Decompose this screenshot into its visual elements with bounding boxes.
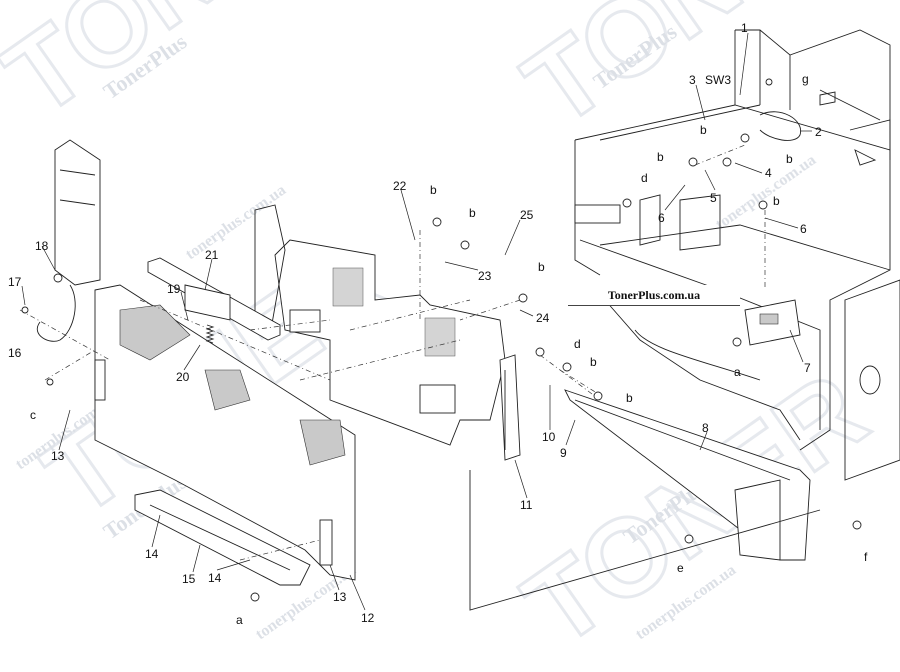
callout-9: 9: [560, 446, 567, 460]
callout-2: 2: [815, 125, 822, 139]
callout-b5: b: [626, 391, 633, 405]
callout-4: 4: [765, 166, 772, 180]
machine-frame: [574, 29, 900, 481]
callout-3: 3: [689, 73, 696, 87]
screw-4: [722, 157, 732, 167]
screw-b7: [688, 157, 698, 167]
callout-b7: b: [700, 123, 707, 137]
callout-8: 8: [702, 421, 709, 435]
screw-b6: [593, 391, 603, 401]
screw-d: [622, 198, 632, 208]
watermark-big-1: TONER: [0, 0, 368, 140]
cable-2: [759, 111, 802, 141]
rail-8: [564, 389, 811, 561]
cable-16: [37, 284, 76, 342]
callout-d2: d: [574, 337, 581, 351]
screw-a1: [732, 337, 742, 347]
callout-sw3: SW3: [705, 73, 731, 87]
bracket-13: [94, 359, 333, 566]
callout-22: 22: [393, 179, 407, 193]
callout-23: 23: [478, 269, 492, 283]
callout-7: 7: [804, 361, 811, 375]
callout-d1: d: [641, 171, 648, 185]
callout-13a: 13: [51, 449, 65, 463]
callout-6b: 6: [800, 222, 807, 236]
callout-13b: 13: [333, 590, 347, 604]
callout-labels: 1 2 3 4 5 6 6 7 8 9 10 11 12 13 13 14 14…: [8, 21, 868, 627]
callout-14b: 14: [208, 571, 222, 585]
spring-20: [205, 324, 215, 344]
callout-24: 24: [536, 311, 550, 325]
vent-grille-2: [424, 317, 456, 357]
callout-16: 16: [8, 346, 22, 360]
callout-6a: 6: [658, 211, 665, 225]
rail-21: [147, 257, 281, 341]
callout-21: 21: [205, 248, 219, 262]
leader-lines: [21, 32, 812, 611]
callout-b9: b: [773, 194, 780, 208]
callout-a2: a: [236, 613, 243, 627]
frame-bracket: [574, 204, 621, 224]
screw-c: [46, 378, 54, 386]
callout-b6: b: [657, 150, 664, 164]
screw-b4: [535, 347, 545, 357]
callout-b4: b: [590, 355, 597, 369]
assembly-lines: [19, 144, 821, 611]
callout-b3: b: [538, 260, 545, 274]
callout-b2: b: [469, 206, 476, 220]
screw-sw3: [740, 133, 750, 143]
callout-15: 15: [182, 572, 196, 586]
cover-panel-12: [94, 284, 356, 581]
callout-17: 17: [8, 275, 22, 289]
screws: [21, 78, 862, 602]
callout-c: c: [30, 408, 36, 422]
screw-a2: [250, 592, 260, 602]
watermark-domain-1: tonerplus.com.ua: [183, 182, 290, 264]
screw-17: [21, 306, 29, 314]
part-7-bracket: [744, 299, 801, 346]
callout-5: 5: [710, 191, 717, 205]
screw-b1: [432, 217, 442, 227]
callout-a1: a: [734, 365, 741, 379]
callout-e: e: [677, 561, 684, 575]
callout-12: 12: [361, 611, 375, 625]
screw-b8: [758, 200, 768, 210]
plate-11: [499, 354, 521, 461]
panel-window-2: [419, 384, 456, 414]
screw-b2: [460, 240, 470, 250]
callout-f: f: [864, 550, 868, 564]
callout-g: g: [802, 72, 809, 86]
callout-11: 11: [520, 498, 533, 512]
screw-b5: [562, 362, 572, 372]
callout-10: 10: [542, 430, 556, 444]
screw-f: [852, 520, 862, 530]
callout-b1: b: [430, 183, 437, 197]
screw-b3: [518, 293, 528, 303]
callout-1: 1: [741, 21, 748, 35]
bottom-plate-15: [134, 489, 311, 586]
callout-14a: 14: [145, 547, 159, 561]
site-banner: TonerPlus.com.ua: [568, 285, 740, 306]
callout-19: 19: [167, 282, 181, 296]
screw-g: [765, 78, 773, 86]
bracket-18: [54, 139, 101, 286]
rear-panel-25: [254, 204, 506, 446]
callout-25: 25: [520, 208, 534, 222]
screw-18: [53, 273, 63, 283]
callout-b8: b: [786, 152, 793, 166]
callout-20: 20: [176, 370, 190, 384]
screw-e: [684, 534, 694, 544]
callout-18: 18: [35, 239, 49, 253]
panel-window-1: [289, 309, 321, 333]
vent-grille-1: [332, 267, 364, 307]
